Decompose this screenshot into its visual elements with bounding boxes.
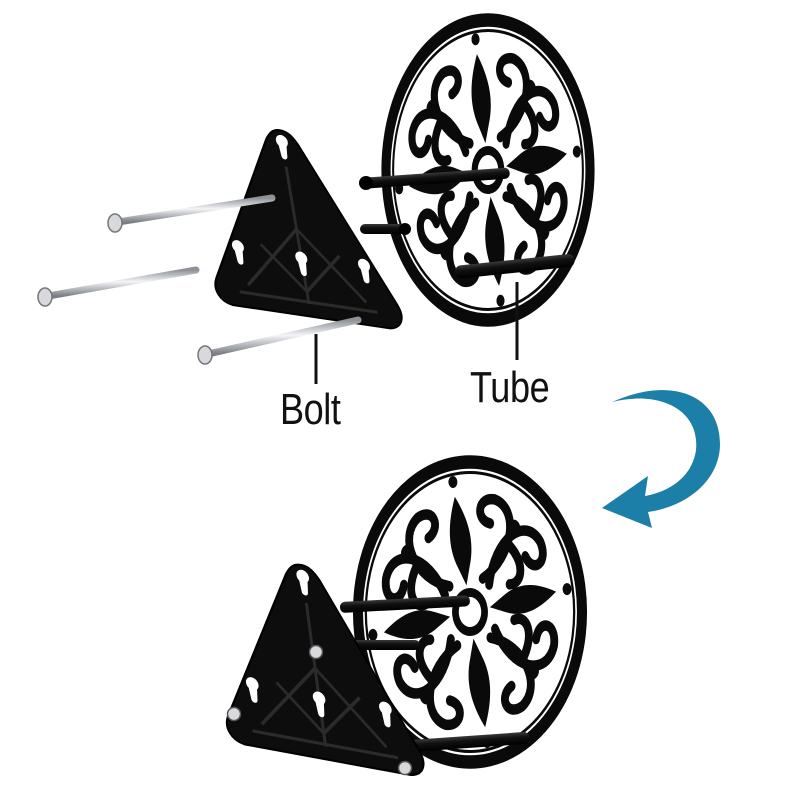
bolt-2 bbox=[37, 266, 200, 307]
bolt-label: Bolt bbox=[280, 385, 341, 434]
tube-group-top bbox=[359, 167, 575, 279]
tube-label: Tube bbox=[470, 363, 550, 412]
curved-arrow-down-icon bbox=[602, 390, 720, 528]
bolt-3 bbox=[197, 316, 362, 365]
bolt-heads-bottom bbox=[226, 644, 413, 776]
bracket-top bbox=[185, 114, 406, 333]
bolt-group-top bbox=[37, 194, 362, 365]
bolt-1 bbox=[107, 194, 276, 233]
tube-group-bottom bbox=[339, 595, 530, 752]
bracket-bottom bbox=[201, 545, 428, 780]
assembled-view bbox=[201, 438, 600, 786]
exploded-view bbox=[37, 1, 603, 384]
